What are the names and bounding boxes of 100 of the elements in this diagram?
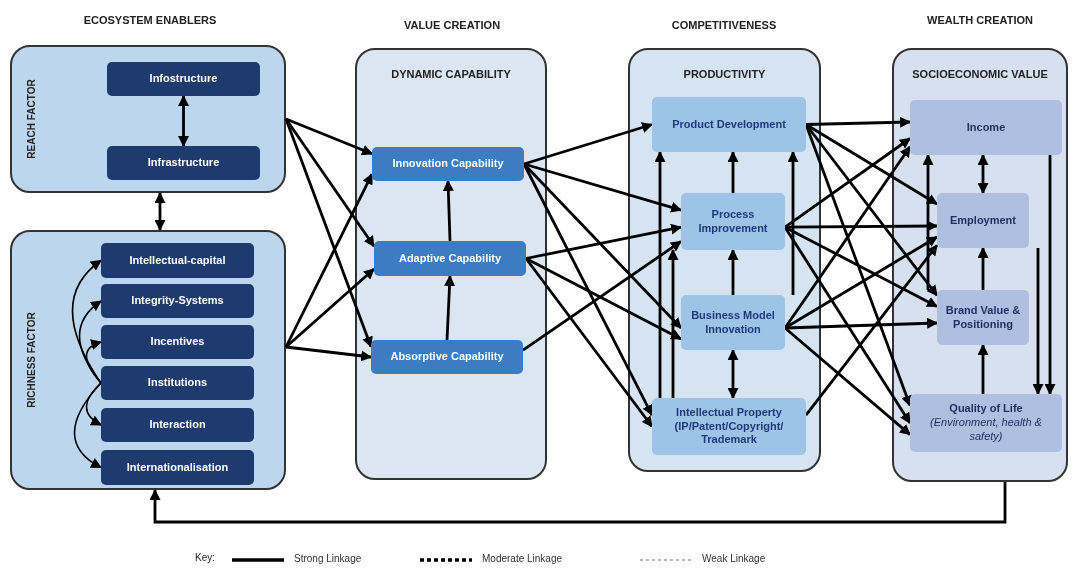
arrow — [284, 118, 373, 348]
arrow — [922, 153, 934, 290]
box-label: Innovation Capability — [392, 157, 504, 171]
arrow — [284, 173, 374, 348]
box-label: Absorptive Capability — [390, 350, 504, 364]
group-panel — [10, 45, 286, 193]
arrow — [805, 123, 938, 206]
box-label: Internationalisation — [126, 460, 229, 475]
key-label: Key: — [195, 552, 215, 563]
column-heading: VALUE CREATION — [403, 19, 501, 31]
panel-heading: PRODUCTIVITY — [683, 68, 766, 82]
box-label: Infrastructure — [147, 156, 220, 170]
factor-box — [681, 295, 785, 350]
arrow — [784, 225, 938, 308]
arrow — [285, 117, 373, 156]
panel-heading: RICHNESS FACTOR — [25, 312, 38, 408]
arrow — [525, 257, 682, 341]
arrow — [804, 244, 939, 416]
factor-box — [101, 450, 254, 485]
arrow — [785, 220, 939, 232]
factor-box — [910, 100, 1062, 155]
arrow — [522, 163, 654, 417]
arrow — [784, 326, 911, 436]
factor-box — [101, 408, 254, 442]
box-subtext: (Environment, health & safety) — [929, 416, 1043, 444]
curved-arrow — [73, 382, 102, 469]
arrow — [442, 179, 454, 242]
box-label: Brand Value & Positioning — [944, 303, 1022, 332]
factor-box — [937, 290, 1029, 345]
group-panel — [355, 48, 547, 480]
arrow — [523, 163, 682, 329]
box-label: Income — [966, 120, 1006, 135]
factor-box — [107, 146, 260, 180]
factor-box — [681, 193, 785, 250]
column-heading: WEALTH CREATION — [927, 14, 1033, 26]
box-label: Adaptive Capability — [398, 251, 502, 266]
panel-heading: REACH FACTOR — [25, 79, 38, 159]
curved-arrow — [85, 340, 103, 384]
box-label: Incentives — [150, 335, 205, 349]
box-label: Business Model Innovation — [690, 308, 776, 337]
arrow — [977, 153, 989, 195]
arrow — [444, 274, 456, 341]
arrow — [524, 257, 654, 428]
legend-label: Weak Linkage — [702, 553, 766, 564]
arrow — [805, 116, 912, 128]
factor-box — [101, 366, 254, 400]
legend-label: Moderate Linkage — [482, 553, 563, 564]
arrow — [178, 94, 189, 148]
column-heading: ECOSYSTEM ENABLERS — [83, 14, 217, 26]
factor-box — [374, 241, 526, 276]
arrow — [285, 345, 373, 362]
box-label: Employment — [950, 213, 1016, 228]
factor-box — [910, 394, 1062, 452]
arrow — [523, 122, 654, 166]
factor-box — [101, 284, 254, 318]
factor-box — [371, 340, 523, 374]
arrow — [1032, 248, 1044, 396]
factor-box — [652, 398, 806, 455]
arrow — [784, 317, 939, 330]
box-label: Intellectual-capital — [129, 253, 226, 268]
arrow — [523, 162, 683, 213]
arrow — [149, 482, 1007, 524]
box-label: Infostructure — [149, 72, 218, 86]
arrow — [783, 145, 912, 329]
group-panel — [10, 230, 286, 490]
legend-label: Strong Linkage — [294, 553, 362, 564]
arrow — [522, 240, 682, 352]
panel-heading: SOCIOECONOMIC VALUE — [912, 68, 1048, 82]
panel-heading: DYNAMIC CAPABILITY — [391, 68, 511, 82]
arrow — [727, 150, 739, 193]
factor-box — [107, 62, 260, 96]
factor-box — [101, 325, 254, 359]
box-label: Process Improvement — [697, 207, 769, 236]
group-panel — [628, 48, 821, 472]
factor-box — [937, 193, 1029, 248]
arrow — [977, 343, 989, 394]
box-label: Integrity-Systems — [131, 294, 224, 308]
arrow — [525, 223, 683, 260]
factor-box — [652, 97, 806, 152]
box-label: Interaction — [149, 418, 206, 432]
arrow — [667, 248, 679, 398]
arrow — [784, 137, 911, 229]
arrow — [285, 267, 375, 349]
box-label: Institutions — [147, 376, 208, 390]
factor-box — [372, 147, 524, 181]
box-label: Quality of Life — [949, 402, 1023, 417]
factor-box — [101, 243, 254, 278]
arrow — [787, 150, 799, 295]
box-label: Intellectual Property (IP/Patent/Copyright/ Trademark — [673, 405, 785, 448]
arrow — [977, 246, 989, 290]
arrow — [727, 248, 739, 295]
arrow — [654, 150, 666, 398]
column-heading: COMPETITIVENESS — [671, 19, 777, 31]
arrow — [804, 124, 912, 407]
arrow — [1044, 155, 1056, 396]
arrow — [784, 235, 938, 330]
arrow — [154, 191, 166, 232]
arrow — [783, 226, 912, 424]
group-panel — [892, 48, 1068, 482]
box-label: Product Development — [672, 117, 786, 132]
